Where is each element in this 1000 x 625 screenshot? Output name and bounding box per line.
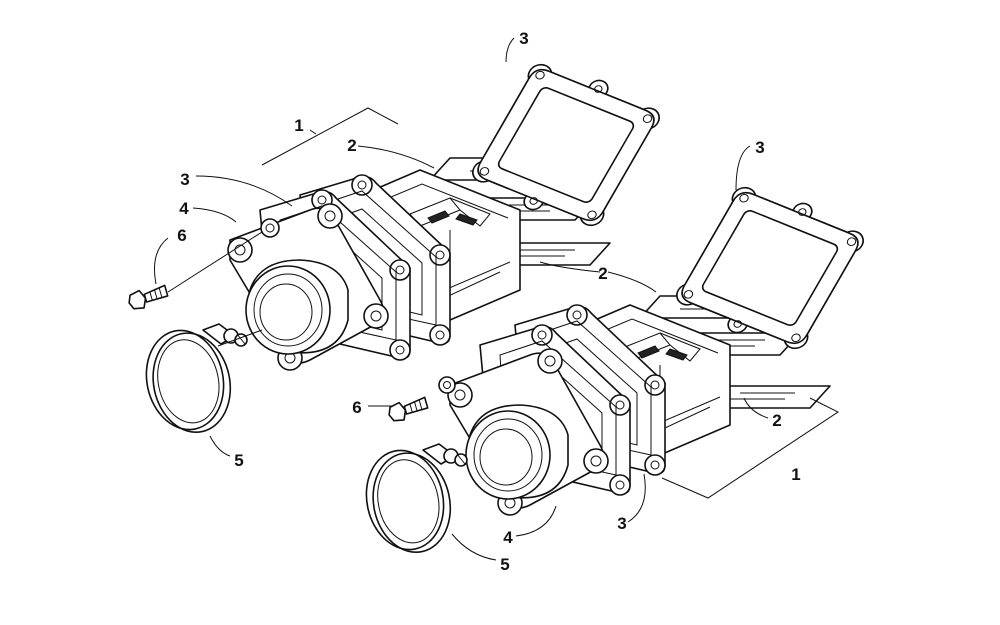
- washer-upper: [260, 218, 280, 238]
- callout-3-lower: 3: [617, 514, 626, 533]
- hose-clamp-lower: [356, 442, 468, 561]
- hose-clamp-upper: [136, 322, 248, 441]
- bracket-1-lower: [661, 397, 839, 499]
- callout-5-lower: 5: [500, 555, 509, 574]
- callout-1-upper: 1: [294, 116, 303, 135]
- callout-6-upper: 6: [177, 226, 186, 245]
- callout-4-upper: 4: [179, 199, 189, 218]
- callout-2-lower: 2: [772, 411, 781, 430]
- gasket-right: [668, 177, 872, 359]
- callout-3-right-gasket: 3: [755, 138, 764, 157]
- washer-lower: [438, 376, 456, 394]
- callout-2-middle: 2: [598, 264, 607, 283]
- callout-5-upper: 5: [234, 451, 243, 470]
- callout-3-top-gasket: 3: [519, 29, 528, 48]
- bolt-upper: [125, 282, 170, 313]
- callout-6-lower: 6: [352, 398, 361, 417]
- callout-1-lower: 1: [791, 465, 800, 484]
- bolt-lower: [385, 394, 430, 425]
- callout-4-lower: 4: [503, 528, 513, 547]
- callout-2-upper: 2: [347, 136, 356, 155]
- bracket-1-upper: [261, 107, 399, 166]
- callout-3-upper-left: 3: [180, 170, 189, 189]
